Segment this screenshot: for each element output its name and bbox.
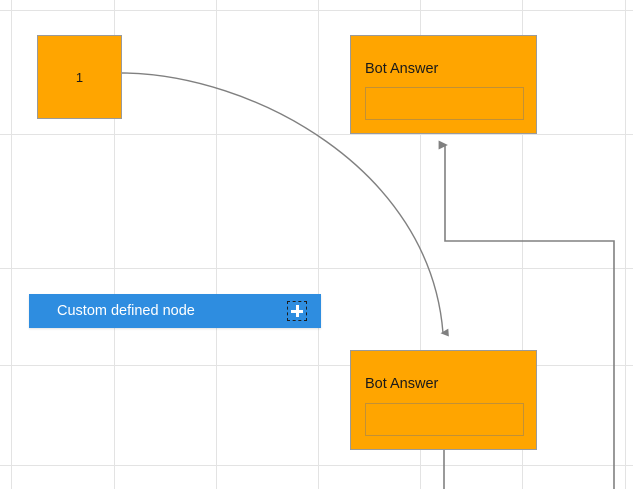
plus-icon[interactable] <box>287 301 307 321</box>
custom-defined-node-bar[interactable]: Custom defined node <box>29 294 321 328</box>
bot-answer-title: Bot Answer <box>365 376 439 392</box>
bot-answer-slot[interactable] <box>365 403 524 436</box>
edge-bot-answer-bottom-to-top[interactable] <box>438 140 615 489</box>
custom-defined-node-label: Custom defined node <box>57 302 195 319</box>
bot-answer-node-bottom[interactable]: Bot Answer <box>350 350 537 450</box>
edge-start-to-bot-answer-bottom[interactable] <box>121 72 449 337</box>
start-node[interactable]: 1 <box>37 35 122 119</box>
plus-icon-vertical-stroke <box>296 305 299 317</box>
bot-answer-title: Bot Answer <box>365 61 439 77</box>
bot-answer-node-top[interactable]: Bot Answer <box>350 35 537 134</box>
start-node-label: 1 <box>75 69 84 85</box>
bot-answer-slot[interactable] <box>365 87 524 120</box>
